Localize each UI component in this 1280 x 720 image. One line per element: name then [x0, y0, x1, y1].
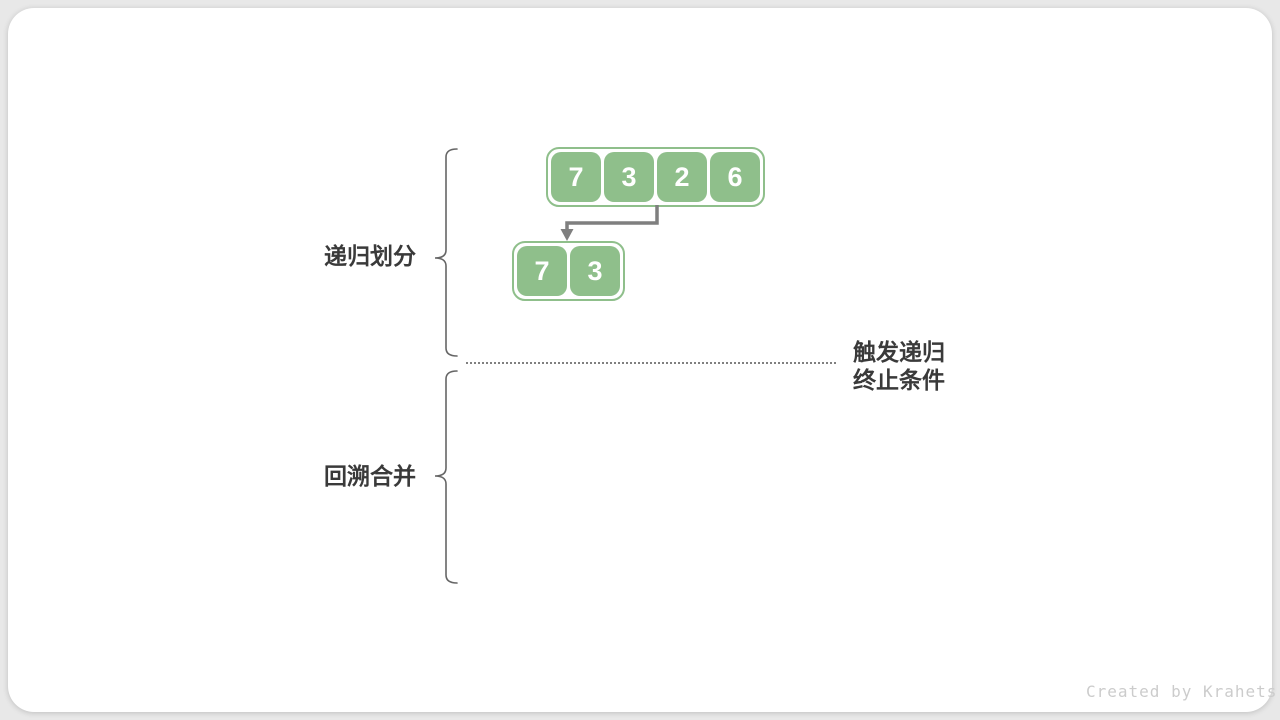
label-termination-line2: 终止条件	[853, 367, 945, 393]
array-cell: 7	[551, 152, 601, 202]
termination-dotted-line	[466, 362, 836, 364]
array-cell: 2	[657, 152, 707, 202]
watermark-credit: Created by Krahets	[1086, 682, 1278, 701]
sub-array: 7 3	[512, 241, 625, 301]
divide-arrow-icon	[560, 205, 659, 241]
array-cell: 7	[517, 246, 567, 296]
array-cell: 6	[710, 152, 760, 202]
array-cell: 3	[570, 246, 620, 296]
label-termination-line1: 触发递归	[853, 339, 945, 365]
label-backtrack-merge: 回溯合并	[324, 463, 416, 489]
canvas-card: 7 3 2 6 7 3 递归划分 回溯合并 触发递归 终止条件 Created …	[8, 8, 1276, 712]
array-cell: 3	[604, 152, 654, 202]
label-termination-condition: 触发递归 终止条件	[853, 338, 945, 394]
brace-recursive-divide-icon	[434, 148, 458, 357]
label-recursive-divide: 递归划分	[324, 243, 416, 269]
brace-backtrack-merge-icon	[434, 370, 458, 584]
top-array: 7 3 2 6	[546, 147, 765, 207]
